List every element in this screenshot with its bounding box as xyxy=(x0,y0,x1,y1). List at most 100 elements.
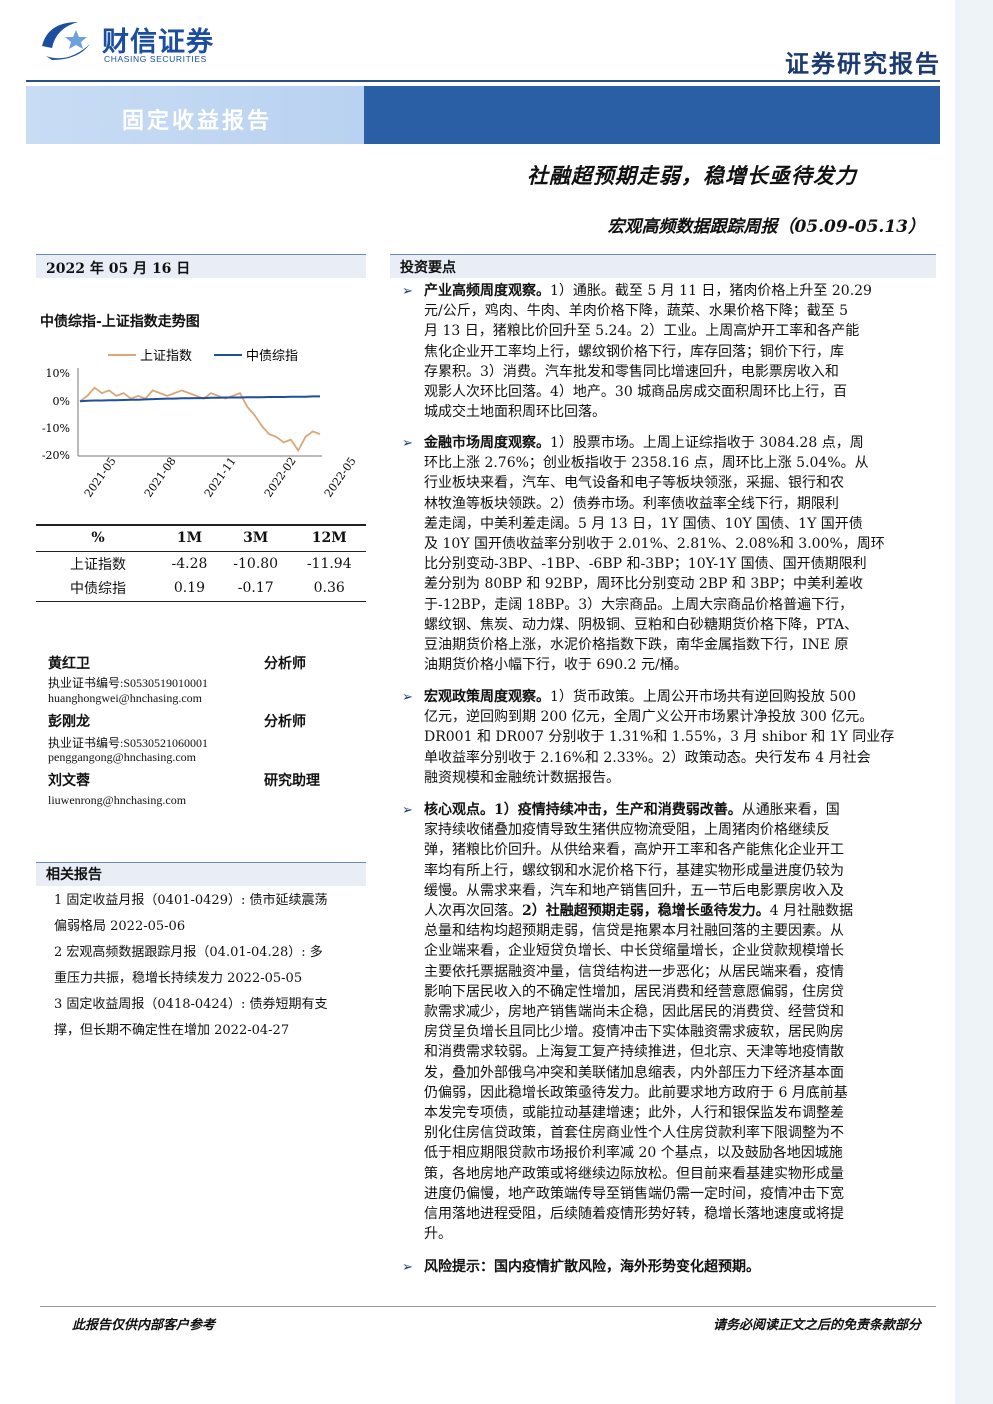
related-report-line: 重压力共振，稳增长持续发力 2022-05-05 xyxy=(54,971,303,986)
table-header: 3M xyxy=(218,524,293,552)
table-cell: 0.36 xyxy=(292,576,366,602)
table-header: % xyxy=(36,524,160,552)
text-line: 仍偏弱，因此稳增长政策亟待发力。此前要求地方政府于 6 月底前基 xyxy=(424,1084,848,1101)
text-line: 豆油期货价格上涨，水泥价格指数下跌，南华金属指数下行，INE 原 xyxy=(424,637,849,654)
x-tick-label: 2021-11 xyxy=(202,455,239,500)
report-date: 2022 年 05 月 16 日 xyxy=(46,261,191,277)
text-line: 弹，猪粮比价回升。从供给来看，高炉开工率和各产能焦化企业开工 xyxy=(424,842,844,859)
category-banner xyxy=(26,86,940,144)
text-line: 本发完专项债，或能拉动基建增速；此外，人行和银保监发布调整差 xyxy=(424,1105,844,1122)
text-line: 城成交土地面积周环比回落。 xyxy=(424,404,606,421)
text-line: 单收益率分别收于 2.16%和 2.33%。2）政策动态。央行发布 4 月社会 xyxy=(424,749,871,766)
bullet-arrow-icon: ➢ xyxy=(402,1260,413,1275)
related-report-item[interactable]: 1 固定收益月报（0401-0429）: 债市延续震荡 偏弱格局 2022-05… xyxy=(54,888,354,940)
logo-mark-icon xyxy=(42,22,90,60)
related-report-line: 2 宏观高频数据跟踪月报（04.01-04.28）: 多 xyxy=(54,945,323,960)
investment-bar xyxy=(390,254,936,278)
table-cell: -4.28 xyxy=(171,555,208,572)
table-cell: -10.80 xyxy=(233,555,279,572)
related-reports-title: 相关报告 xyxy=(46,867,102,883)
text-line: 人次再次回落。 xyxy=(424,903,522,920)
text-line: 主要依托票据融资冲量，信贷结构进一步恶化；从居民端来看，疫情 xyxy=(424,963,844,980)
related-report-item[interactable]: 2 宏观高频数据跟踪月报（04.01-04.28）: 多 重压力共振，稳增长持续… xyxy=(54,940,354,992)
analyst-email[interactable]: huanghongwei@hnchasing.com xyxy=(48,691,203,705)
index-trend-chart: 上证指数 中债综指 10% 0% -10% -20% 2021-05 2021-… xyxy=(42,349,359,500)
table-cell: 上证指数 xyxy=(70,556,126,573)
text-line: 观影人次环比回落。4）地产。30 城商品房成交面积周环比上行，百 xyxy=(424,384,848,401)
performance-table: % 1M 3M 12M 上证指数 -4.28 -10.80 -11.94 中债综… xyxy=(36,524,366,602)
related-report-item[interactable]: 3 固定收益周报（0418-0424）: 债券短期有支 撑，但长期不确定性在增加… xyxy=(54,992,354,1044)
text-line: 房贷呈负增长且同比少增。疫情冲击下实体融资需求疲软，居民购房 xyxy=(424,1024,844,1041)
text-line: 于-12BP，走阔 18BP。3）大宗商品。上周大宗商品价格普遍下行， xyxy=(424,596,854,613)
text-line: 螺纹钢、焦炭、动力煤、阴极铜、豆粕和白砂糖期货价格下降，PTA、 xyxy=(424,616,859,633)
analyst-cert: 执业证书编号:S0530521060001 xyxy=(48,736,209,750)
text-line: 存累积。3）消费。汽车批发和零售同比增速回升，电影票房收入和 xyxy=(424,363,839,380)
y-tick-label: 10% xyxy=(46,367,70,380)
analyst-email[interactable]: liuwenrong@hnchasing.com xyxy=(48,793,187,807)
related-report-line: 1 固定收益月报（0401-0429）: 债市延续震荡 xyxy=(54,893,328,908)
text-line: 缓慢。从需求来看，汽车和地产销售回升，五一节后电影票房收入及 xyxy=(424,882,844,899)
header-divider xyxy=(26,80,940,82)
paragraph-heading: 宏观政策周度观察。 xyxy=(424,689,550,705)
table-row: 中债综指 0.19 -0.17 0.36 xyxy=(36,576,366,602)
risk-warning: 风险提示：国内疫情扩散风险，海外形势变化超预期。 xyxy=(424,1259,760,1275)
logo-chinese-text: 财信证券 xyxy=(102,27,214,58)
investment-title: 投资要点 xyxy=(400,260,456,276)
paragraph-subheading: 2）社融超预期走弱，稳增长亟待发力。 xyxy=(522,903,770,920)
text-line: 和消费需求较弱。上海复工复产持续推进，但北京、天津等地疫情散 xyxy=(424,1044,844,1061)
text-line: 差走阔，中美利差走阔。5 月 13 日，1Y 国债、10Y 国债、1Y 国开债 xyxy=(424,515,863,532)
analyst-name: 彭刚龙 xyxy=(48,714,90,730)
table-cell: -11.94 xyxy=(306,555,352,572)
text-line: 及 10Y 国开债收益率分别收于 2.01%、2.81%、2.08%和 3.00… xyxy=(424,536,885,553)
table-header: 12M xyxy=(292,524,366,552)
text-line: 信用落地进程受阻，后续随着疫情形势好转，稳增长落地速度或将提 xyxy=(424,1206,844,1223)
chart-title: 中债综指-上证指数走势图 xyxy=(40,314,200,330)
text-line: DR001 和 DR007 分别收于 1.31%和 1.55%，3 月 shib… xyxy=(424,729,895,746)
table-header-row: % 1M 3M 12M xyxy=(36,524,366,552)
logo-english-text: CHASING SECURITIES xyxy=(104,54,207,64)
table-cell: -0.17 xyxy=(218,576,293,602)
text-line: 从通胀来看，国 xyxy=(741,802,840,818)
text-line: 月 13 日，猪粮比价回升至 5.24。2）工业。上周高炉开工率和各产能 xyxy=(424,323,860,340)
analyst-email[interactable]: penggangong@hnchasing.com xyxy=(48,750,197,764)
paragraph-core-view: 核心观点。1）疫情持续冲击，生产和消费弱改善。从通胀来看，国 家持续收储叠加疫情… xyxy=(424,800,922,1244)
y-tick-label: -20% xyxy=(42,449,70,462)
x-tick-label: 2021-08 xyxy=(142,455,179,500)
bullet-arrow-icon: ➢ xyxy=(402,436,413,451)
analyst-name: 刘文蓉 xyxy=(48,773,90,789)
related-report-line: 撑，但长期不确定性在增加 2022-04-27 xyxy=(54,1023,290,1038)
footer-divider xyxy=(40,1306,936,1307)
table-row: 上证指数 -4.28 -10.80 -11.94 xyxy=(36,551,366,576)
banner-title: 固定收益报告 xyxy=(122,108,273,134)
right-margin-strip xyxy=(955,0,993,1404)
date-bar xyxy=(36,254,366,278)
text-line: 元/公斤，鸡肉、牛肉、羊肉价格下降，蔬菜、水果价格下降；截至 5 xyxy=(424,303,849,320)
text-line: 油期货价格小幅下行，收于 690.2 元/桶。 xyxy=(424,657,688,674)
related-report-line: 偏弱格局 2022-05-06 xyxy=(54,919,186,934)
text-line: 发，叠加外部俄乌冲突和美联储加息缩表，内外部压力下经济基本面 xyxy=(424,1064,844,1081)
analyst-name: 黄红卫 xyxy=(48,656,90,672)
y-tick-label: 0% xyxy=(53,395,70,408)
text-line: 升。 xyxy=(424,1226,452,1243)
paragraph-policy: 宏观政策周度观察。1）货币政策。上周公开市场共有逆回购投放 500 亿元，逆回购… xyxy=(424,687,922,788)
bullet-arrow-icon: ➢ xyxy=(402,284,413,299)
legend-label-cbond: 中债综指 xyxy=(246,349,298,364)
text-line: 1）股票市场。上周上证综指收于 3084.28 点，周 xyxy=(550,435,864,451)
text-line: 企业端来看，企业短贷负增长、中长贷缩量增长，企业贷款规模增长 xyxy=(424,943,844,960)
paragraph-industry: 产业高频周度观察。1）通胀。截至 5 月 11 日，猪肉价格上升至 20.29 … xyxy=(424,281,922,422)
footer-right-note[interactable]: 请务必阅读正文之后的免责条款部分 xyxy=(712,1318,921,1333)
text-line: 4 月社融数据 xyxy=(769,903,854,920)
text-line: 别化住房信贷政策，首套住房商业性个人住房贷款利率下限调整为不 xyxy=(424,1125,844,1142)
analyst-role: 研究助理 xyxy=(264,773,320,789)
company-logo: 财信证券 CHASING SECURITIES xyxy=(38,16,238,68)
x-tick-label: 2022-02 xyxy=(262,455,299,500)
table-cell: 0.19 xyxy=(160,576,219,602)
text-line: 差分别为 80BP 和 92BP，周环比分别变动 2BP 和 3BP；中美利差收 xyxy=(424,576,863,593)
analyst-role: 分析师 xyxy=(264,656,306,672)
paragraph-heading: 核心观点。1）疫情持续冲击，生产和消费弱改善。 xyxy=(424,802,742,818)
bullet-arrow-icon: ➢ xyxy=(402,803,413,818)
table-header: 1M xyxy=(160,524,219,552)
text-line: 总量和结构均超预期走弱，信贷是拖累本月社融回落的主要因素。从 xyxy=(424,923,844,940)
related-report-line: 3 固定收益周报（0418-0424）: 债券短期有支 xyxy=(54,997,328,1012)
analyst-role: 分析师 xyxy=(264,714,306,730)
